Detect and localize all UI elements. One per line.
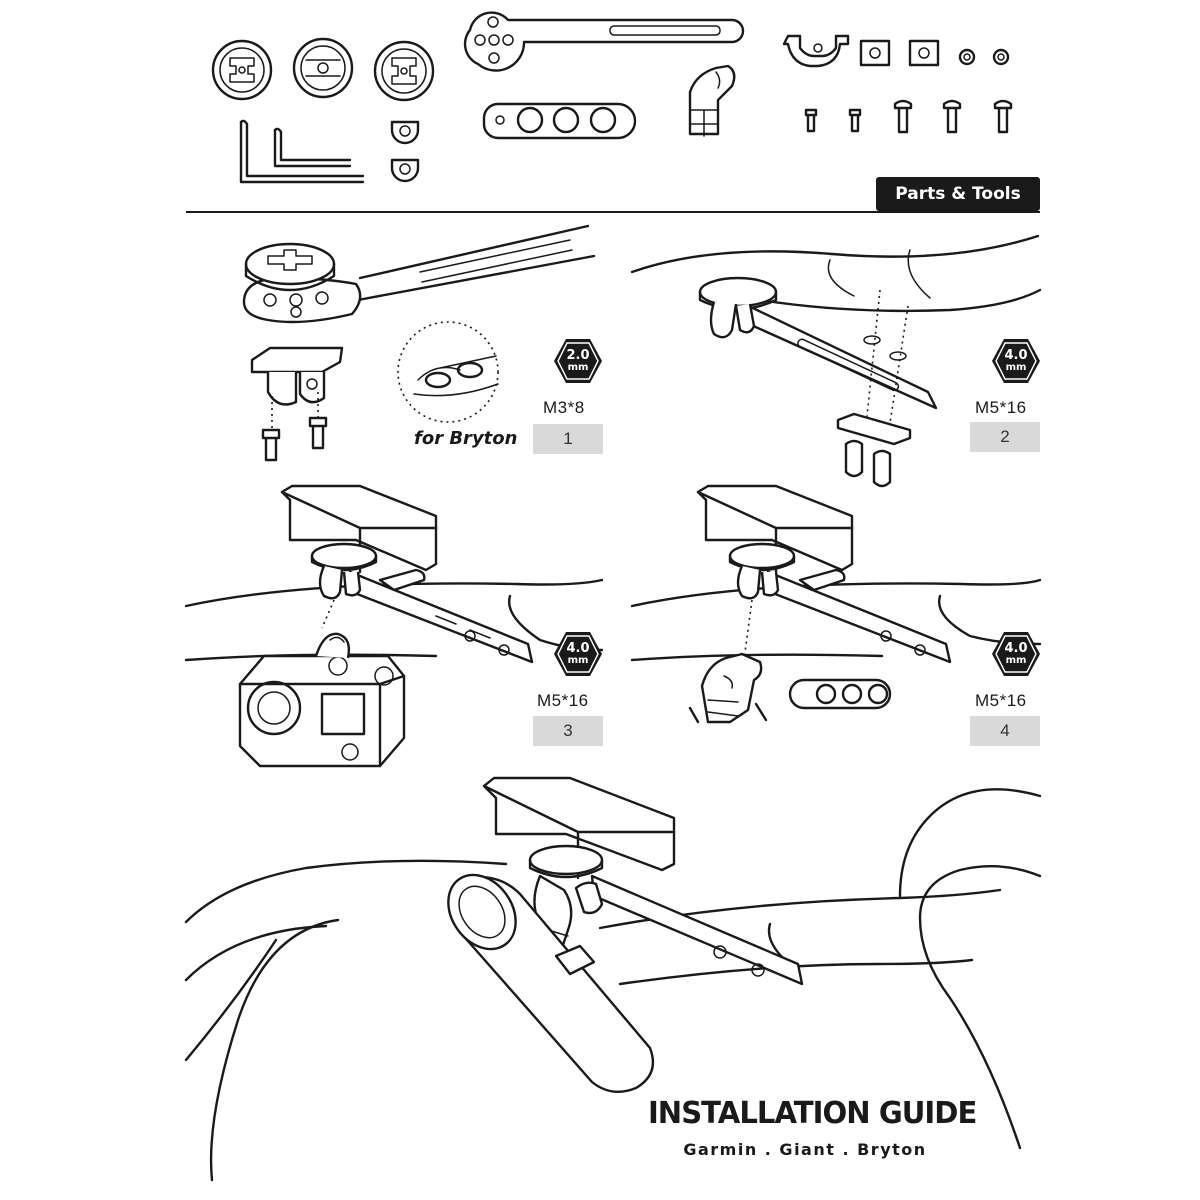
parts-tools-label: Parts & Tools [876,177,1040,211]
step-1-hex-key-icon: 2.0 mm [553,338,603,384]
step-2-hex-key-icon: 4.0 mm [991,338,1041,384]
step-1-tool-unit: mm [567,362,589,373]
screw-parts [804,99,1013,134]
step-2-number: 2 [970,422,1040,452]
step-3-tool-size: 4.0 [566,641,590,656]
step-4-screw-size: M5*16 [975,691,1027,710]
final-assembly-illustration [184,776,1042,1182]
hex-key-small-icon [273,127,352,168]
step-3-illustration [184,484,604,768]
section-divider [186,211,1040,213]
wahoo-mount-part [373,40,435,102]
extension-arm-part [463,11,745,72]
step-2-screw-size: M5*16 [975,398,1027,417]
round-washer-parts [958,48,1010,66]
step-3-screw-size: M5*16 [537,691,589,710]
step-3-number: 3 [533,716,603,746]
bryton-mount-part [292,37,354,99]
step-4-tool-unit: mm [1005,655,1027,666]
square-nut-parts [859,39,940,67]
hex-key-large-icon [239,119,365,184]
step-2-tool-size: 4.0 [1004,348,1028,363]
step-1-screw-size: M3*8 [543,398,585,417]
bryton-detail-inset [397,321,499,423]
step-4-number: 4 [970,716,1040,746]
step-1-tool-size: 2.0 [566,348,590,363]
spacer-washer-parts [390,120,420,183]
light-mount-part [482,102,637,140]
step-1-illustration [242,224,596,462]
gopro-adapter-part [688,64,736,137]
garmin-mount-part [211,39,273,101]
step-3-tool-unit: mm [567,655,589,666]
step-2-illustration [630,234,1042,488]
bryton-note: for Bryton [414,428,518,449]
step-4-tool-size: 4.0 [1004,641,1028,656]
step-2-tool-unit: mm [1005,362,1027,373]
bracket-part [782,34,850,68]
step-3-hex-key-icon: 4.0 mm [553,631,603,677]
step-4-illustration [630,484,1042,724]
guide-title: INSTALLATION GUIDE [647,1096,977,1131]
step-4-hex-key-icon: 4.0 mm [991,631,1041,677]
step-1-number: 1 [533,424,603,454]
guide-brands: Garmin . Giant . Bryton [683,1140,927,1159]
